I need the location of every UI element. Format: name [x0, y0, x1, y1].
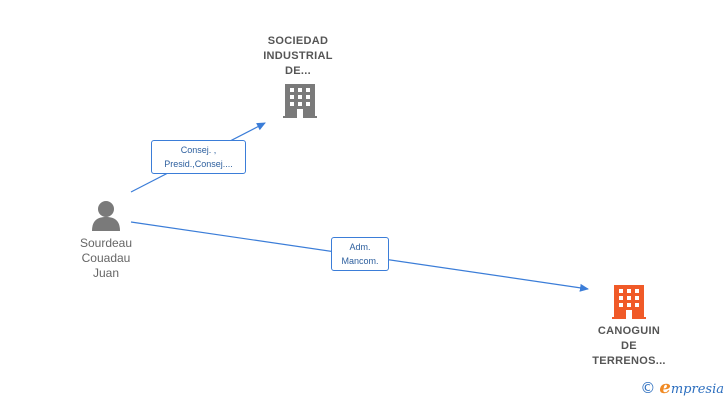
copyright-icon: © — [640, 378, 656, 397]
edge-label-role-bottom[interactable]: Adm. Mancom. — [331, 237, 389, 271]
company-bottom-label[interactable]: CANOGUIN DE TERRENOS... — [592, 325, 666, 367]
brand-logo: © empresia — [640, 377, 724, 398]
building-icon[interactable] — [283, 84, 317, 118]
edge-label-role-top[interactable]: Consej. , Presid.,Consej.... — [151, 140, 246, 174]
person-label[interactable]: Sourdeau Couadau Juan — [79, 236, 133, 280]
company-top-label[interactable]: SOCIEDAD INDUSTRIAL DE... — [263, 35, 333, 77]
building-icon[interactable] — [612, 285, 646, 319]
person-icon[interactable] — [92, 201, 120, 231]
